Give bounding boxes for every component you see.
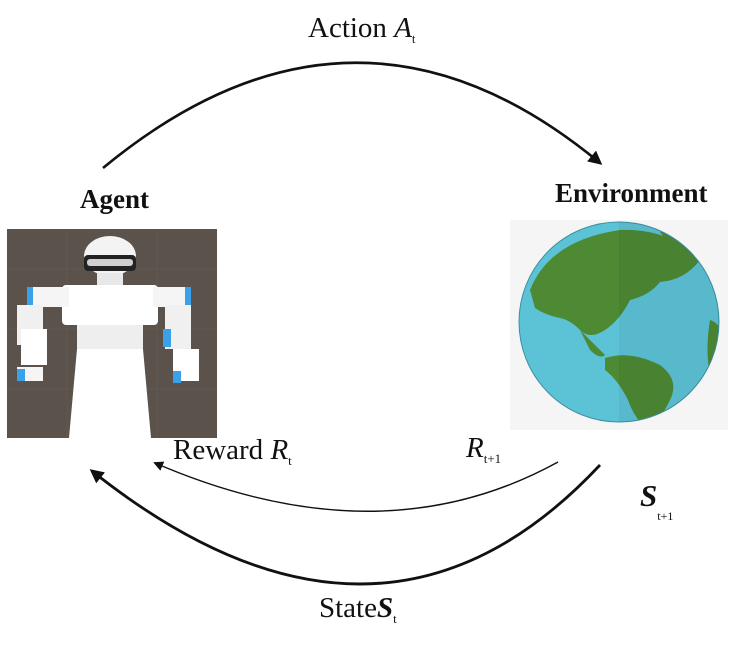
state-text: State [319, 592, 377, 624]
robot-agent-icon [7, 229, 217, 438]
agent-label: Agent [80, 184, 149, 214]
reward-label: Reward Rt [173, 434, 292, 468]
reward-subscript: t [288, 453, 292, 468]
reward-arrow [153, 461, 559, 512]
reward-text: Reward [173, 434, 271, 466]
state-arrow [89, 464, 602, 586]
state-symbol: S [377, 592, 394, 624]
environment-label: Environment [555, 178, 708, 208]
action-text: Action [308, 12, 395, 44]
state-label: StateSt [319, 592, 397, 626]
next-reward-label: Rt+1 [466, 432, 502, 466]
reward-symbol: R [270, 434, 289, 466]
action-symbol: A [394, 12, 412, 44]
action-arrow [102, 61, 603, 170]
next-reward-subscript: t+1 [483, 451, 502, 466]
next-state-symbol: S [640, 478, 658, 513]
next-state-label: St+1 [640, 478, 673, 523]
next-reward-symbol: R [466, 432, 484, 464]
state-subscript: t [393, 611, 397, 626]
next-state-subscript: t+1 [657, 509, 674, 523]
action-subscript: t [411, 31, 416, 46]
action-label: Action At [308, 12, 416, 46]
earth-globe-icon [510, 220, 728, 430]
